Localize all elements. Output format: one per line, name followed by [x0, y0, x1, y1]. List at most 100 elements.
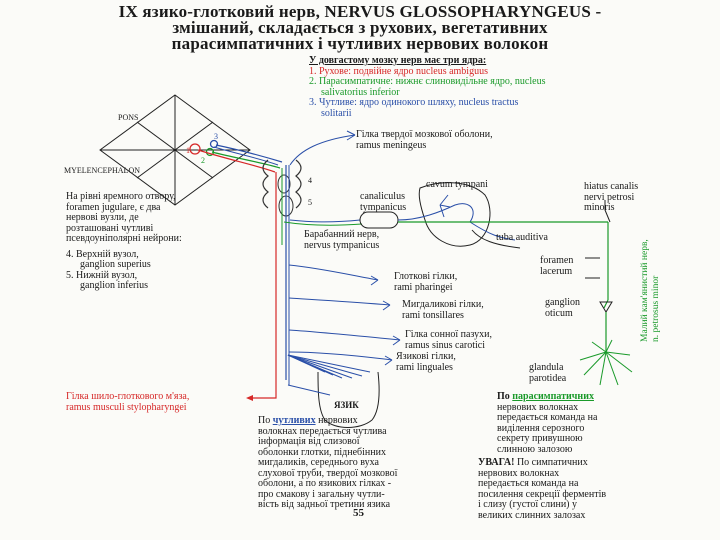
note-line: слухової труби, твердої мозкової — [258, 467, 398, 479]
label-line: Мигдаликові гілки, — [402, 299, 484, 310]
note-line: інформація від слизової — [258, 436, 360, 447]
note-line: і слизу (густої слини) у — [478, 499, 577, 510]
label-myelencephalon: MYELENCEPHALON — [64, 166, 140, 175]
label-line: Глоткові гілки, — [394, 271, 458, 282]
label-ganglion-5: 5 — [308, 198, 312, 207]
nuclei-list: У довгастому мозку нерв має три ядра: 1.… — [309, 55, 546, 119]
note-word: По — [258, 415, 271, 426]
label-nucleus-3: 3 — [214, 132, 218, 141]
foramen-note-line: нервові вузли, де — [66, 212, 139, 223]
label-pons: PONS — [118, 113, 139, 122]
note-line: передається команда на — [478, 478, 579, 489]
label-line: ramus sinus carotici — [405, 339, 485, 351]
title-line-1: IX язико-глотковий нерв, NERVUS GLOSSOPH… — [118, 2, 602, 21]
brainstem-diamond — [99, 94, 251, 206]
label-tuba-auditiva: tuba auditiva — [496, 232, 548, 243]
label-pharyngeal: Глоткові гілки, rami pharingei — [394, 271, 458, 293]
label-lingual: Язикові гілки, rami linguales — [396, 351, 456, 373]
label-line: Барабанний нерв, — [304, 229, 380, 240]
title-line-3: парасимпатичних і чутливих нервових воло… — [171, 34, 549, 53]
note-word: По симпатичних — [516, 457, 588, 468]
label-otic-ganglion: ganglion oticum — [545, 297, 580, 319]
foramen-note-line: foramen jugulare, є два — [66, 201, 161, 213]
sensory-note: По чутливих нервових волокнах передаєтьс… — [258, 415, 398, 511]
label-stylopharyngeus: Гілка шило-глоткового м'яза, ramus muscu… — [66, 391, 189, 413]
label-line: n. petrosus minor — [651, 275, 661, 342]
label-parotid: glandula parotidea — [529, 362, 567, 384]
label-line: rami linguales — [396, 361, 453, 373]
nucleus-motor: 1. Рухове: подвійне ядро nucleus ambiguu… — [309, 65, 488, 77]
parasympathetic-note: По парасимпатичних нервових волокнах пер… — [497, 391, 598, 455]
label-tonsillar: Мигдаликові гілки, rami tonsillares — [402, 299, 484, 321]
ganglion-inferius-label: 5. Нижній вузол, — [66, 269, 138, 281]
label-line: minoris — [584, 202, 615, 213]
label-line: ramus meningeus — [356, 139, 427, 151]
label-hiatus: hiatus canalis nervi petrosi minoris — [584, 181, 639, 214]
attention-note: УВАГА! По симпатичних нервових волокнах … — [478, 457, 607, 521]
label-line: nervus tympanicus — [304, 239, 380, 251]
label-line: Малий кам'янистий нерв, — [640, 239, 650, 342]
label-ganglion-4: 4 — [308, 176, 312, 185]
nucleus-ambiguus-mark — [189, 143, 201, 155]
foramen-note-line: розташовані чутливі — [66, 222, 154, 234]
label-lesser-petrosal: Малий кам'янистий нерв, n. petrosus mino… — [640, 232, 662, 342]
nucleus-parasympathetic-latin: salivatorius inferior — [321, 86, 400, 98]
label-line: nervi petrosi — [584, 191, 635, 203]
label-tongue: ЯЗИК — [334, 400, 359, 410]
label-line: parotidea — [529, 372, 567, 384]
note-line: слинною залозою — [497, 443, 573, 455]
nucleus-parasympathetic: 2. Парасимпатичне: нижнє слиновидільне я… — [309, 76, 546, 87]
nuclei-heading: У довгастому мозку нерв має три ядра: — [309, 55, 487, 66]
note-line: мигдаликів, середнього вуха — [258, 457, 379, 468]
label-cavum-tympani: cavum tympani — [426, 179, 488, 190]
ganglion-superius-label: 4. Верхній вузол, — [66, 248, 139, 260]
label-carotid-sinus: Гілка сонної пазухи, ramus sinus carotic… — [405, 329, 492, 351]
label-line: ramus musculi stylopharyngei — [66, 401, 187, 413]
label-line: rami pharingei — [394, 281, 453, 293]
page-number: 55 — [353, 507, 364, 519]
label-line: Гілка твердої мозкової оболони, — [356, 129, 493, 140]
note-line: волокнах передається чутлива — [258, 425, 387, 437]
label-line: glandula — [529, 362, 564, 373]
ganglion-inferius-latin: ganglion inferius — [80, 280, 149, 291]
label-meningeal-branch: Гілка твердої мозкової оболони, ramus me… — [356, 129, 493, 151]
label-line: ganglion — [545, 297, 580, 308]
note-line: нервових волокнах — [497, 401, 579, 413]
foramen-note-line: псевдоуніполярні нейрони: — [66, 233, 182, 244]
label-foramen-lacerum: foramen lacerum — [540, 255, 574, 277]
page-title: IX язико-глотковий нерв, NERVUS GLOSSOPH… — [0, 2, 720, 53]
note-keyword: УВАГА! — [478, 457, 515, 468]
foramen-note-line: На рівні яремного отвору, — [66, 191, 176, 202]
note-keyword: парасимпатичних — [512, 391, 594, 402]
note-word: По — [497, 391, 510, 402]
label-line: foramen — [540, 255, 574, 266]
note-line: оболони, а по язикових гілках - — [258, 478, 392, 489]
note-line: передається команда на — [497, 412, 598, 423]
note-keyword: чутливих — [272, 415, 316, 426]
label-line: Язикові гілки, — [396, 351, 456, 362]
note-line: виділення серозного — [497, 422, 585, 434]
ganglion-superius-mark — [277, 174, 291, 194]
nucleus-sensory-latin: solitarii — [321, 107, 352, 119]
foramen-note: На рівні яремного отвору, foramen jugula… — [66, 191, 182, 292]
parotid-gland-mark — [579, 339, 633, 386]
label-tympanic-nerve: Барабанний нерв, nervus tympanicus — [304, 229, 380, 251]
note-line: великих слинних залозах — [478, 509, 586, 521]
label-line: hiatus canalis — [584, 181, 639, 192]
label-canaliculus: canaliculus tympanicus — [360, 191, 407, 213]
ganglion-superius-latin: ganglion superius — [80, 259, 151, 270]
nucleus-sensory: 3. Чутливе: ядро одинокого шляху, nucleu… — [309, 97, 519, 108]
label-line: Гілка сонної пазухи, — [405, 329, 492, 340]
note-word: нервових — [318, 415, 358, 426]
note-line: секрету привушною — [497, 433, 583, 444]
label-line: oticum — [545, 307, 573, 319]
label-line: rami tonsillares — [402, 309, 464, 321]
label-line: lacerum — [540, 265, 573, 277]
tongue-outline — [317, 371, 380, 428]
title-line-2: змішаний, складається з рухових, вегетат… — [172, 18, 548, 37]
note-line: посилення секреції ферментів — [478, 488, 607, 500]
note-line: про смакову і загальну чутли- — [258, 488, 385, 500]
label-line: tympanicus — [360, 201, 407, 213]
note-line: вість від задньої третини язика — [258, 499, 391, 510]
